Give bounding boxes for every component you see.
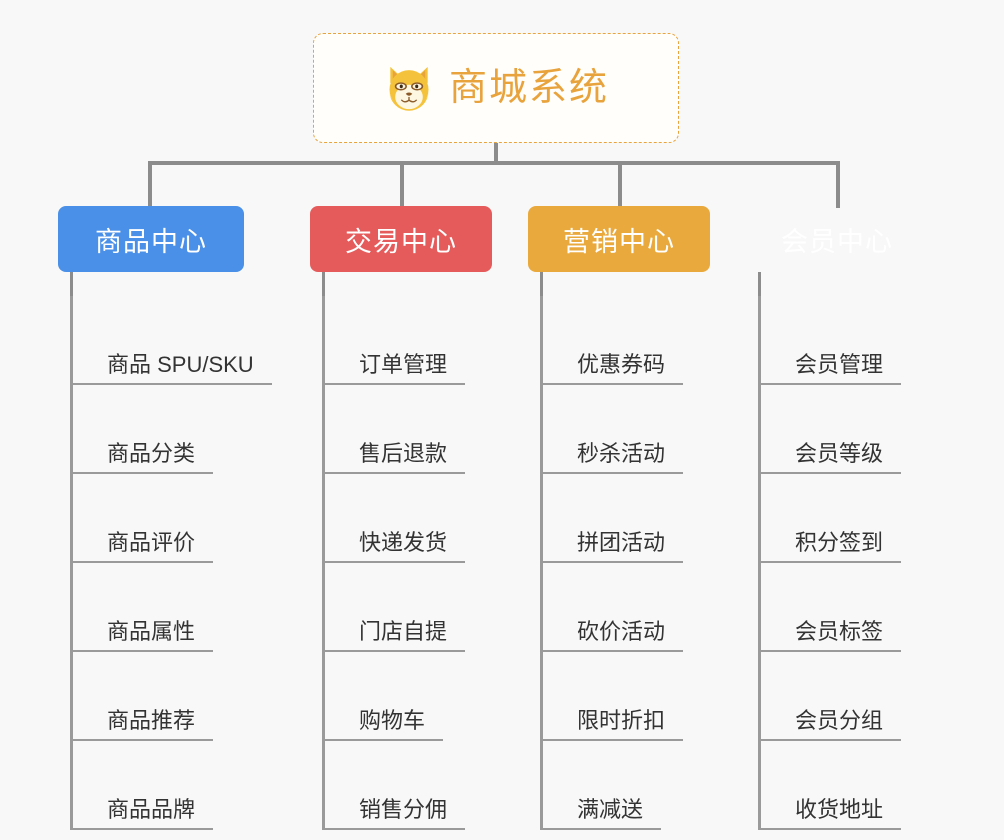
list-item[interactable]: 商品属性 <box>73 563 272 652</box>
list-item[interactable]: 优惠券码 <box>543 296 684 385</box>
list-item[interactable]: 满减送 <box>543 741 683 830</box>
list-item[interactable]: 积分签到 <box>761 474 902 563</box>
connector-drop-4 <box>836 161 840 208</box>
list-item[interactable]: 会员管理 <box>761 296 902 385</box>
leaf-list-1: 商品 SPU/SKU 商品分类 商品评价 商品属性 商品推荐 商品品牌 <box>70 296 272 830</box>
leaf-label: 会员标签 <box>761 619 902 652</box>
branch-label-3: 营销中心 <box>563 226 675 257</box>
list-item[interactable]: 门店自提 <box>325 563 466 652</box>
leaf-label: 门店自提 <box>325 619 466 652</box>
leaf-label: 商品推荐 <box>73 708 214 741</box>
list-item[interactable]: 销售分佣 <box>325 741 466 830</box>
leaf-list-3: 优惠券码 秒杀活动 拼团活动 砍价活动 限时折扣 满减送 <box>540 296 684 830</box>
list-item[interactable]: 拼团活动 <box>543 474 684 563</box>
leaf-label: 商品 SPU/SKU <box>73 352 272 385</box>
list-item[interactable]: 商品分类 <box>73 385 272 474</box>
shiba-dog-icon <box>389 66 429 111</box>
connector-branch-stem-2 <box>322 272 325 298</box>
root-node[interactable]: 商城系统 <box>313 33 679 143</box>
connector-drop-3 <box>618 161 622 208</box>
leaf-label: 订单管理 <box>325 352 466 385</box>
list-item[interactable]: 商品 SPU/SKU <box>73 296 272 385</box>
leaf-label: 会员分组 <box>761 708 902 741</box>
leaf-label: 会员管理 <box>761 352 902 385</box>
branch-column-3: 营销中心 <box>528 206 710 272</box>
branch-header-1[interactable]: 商品中心 <box>58 206 244 272</box>
leaf-label: 商品分类 <box>73 441 214 474</box>
branch-header-4[interactable]: 会员中心 <box>746 206 928 272</box>
branch-header-3[interactable]: 营销中心 <box>528 206 710 272</box>
branch-label-2: 交易中心 <box>345 226 457 257</box>
leaf-label: 快递发货 <box>325 530 466 563</box>
leaf-label: 售后退款 <box>325 441 466 474</box>
list-item[interactable]: 商品推荐 <box>73 652 272 741</box>
leaf-label: 优惠券码 <box>543 352 684 385</box>
leaf-label: 销售分佣 <box>325 797 466 830</box>
list-item[interactable]: 商品品牌 <box>73 741 272 830</box>
connector-drop-2 <box>400 161 404 208</box>
connector-horizontal-bar <box>148 161 840 165</box>
connector-root-stem <box>494 143 498 165</box>
list-item[interactable]: 快递发货 <box>325 474 466 563</box>
leaf-label: 会员等级 <box>761 441 902 474</box>
list-item[interactable]: 秒杀活动 <box>543 385 684 474</box>
leaf-label: 购物车 <box>325 708 444 741</box>
leaf-label: 积分签到 <box>761 530 902 563</box>
leaf-list-2: 订单管理 售后退款 快递发货 门店自提 购物车 销售分佣 <box>322 296 466 830</box>
root-title: 商城系统 <box>448 67 609 109</box>
leaf-label: 收货地址 <box>761 797 902 830</box>
connector-branch-stem-1 <box>70 272 73 298</box>
list-item[interactable]: 砍价活动 <box>543 563 684 652</box>
list-item[interactable]: 商品评价 <box>73 474 272 563</box>
leaf-label: 砍价活动 <box>543 619 684 652</box>
branch-column-1: 商品中心 <box>58 206 244 272</box>
branch-label-1: 商品中心 <box>95 226 207 257</box>
list-item[interactable]: 会员标签 <box>761 563 902 652</box>
connector-branch-stem-3 <box>540 272 543 298</box>
branch-column-4: 会员中心 <box>746 206 928 272</box>
list-item[interactable]: 限时折扣 <box>543 652 684 741</box>
leaf-label: 限时折扣 <box>543 708 684 741</box>
list-item[interactable]: 会员分组 <box>761 652 902 741</box>
branch-label-4: 会员中心 <box>781 226 893 257</box>
leaf-label: 满减送 <box>543 797 662 830</box>
branch-column-2: 交易中心 <box>310 206 492 272</box>
list-item[interactable]: 收货地址 <box>761 741 902 830</box>
branch-header-2[interactable]: 交易中心 <box>310 206 492 272</box>
list-item[interactable]: 会员等级 <box>761 385 902 474</box>
leaf-label: 商品评价 <box>73 530 214 563</box>
list-item[interactable]: 购物车 <box>325 652 465 741</box>
connector-branch-stem-4 <box>758 272 761 298</box>
leaf-list-4: 会员管理 会员等级 积分签到 会员标签 会员分组 收货地址 <box>758 296 902 830</box>
leaf-label: 商品属性 <box>73 619 214 652</box>
leaf-label: 秒杀活动 <box>543 441 684 474</box>
leaf-label: 拼团活动 <box>543 530 684 563</box>
connector-drop-1 <box>148 161 152 208</box>
leaf-label: 商品品牌 <box>73 797 214 830</box>
list-item[interactable]: 售后退款 <box>325 385 466 474</box>
list-item[interactable]: 订单管理 <box>325 296 466 385</box>
